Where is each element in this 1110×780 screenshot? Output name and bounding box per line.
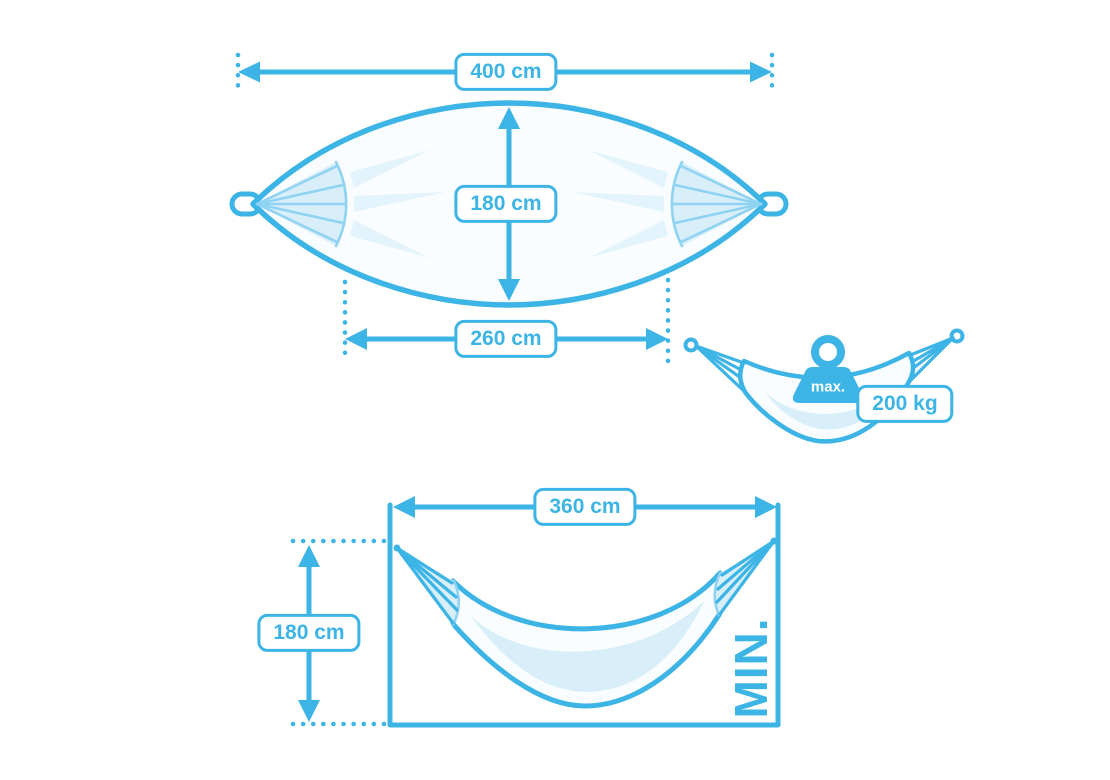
right-suspension (713, 537, 778, 617)
arrowhead-left-icon (393, 496, 415, 518)
arrowhead-up-icon (498, 107, 520, 129)
max-weight-label: 200 kg (856, 384, 954, 424)
max-load-label: max. (810, 378, 846, 396)
arrowhead-right-icon (750, 61, 772, 83)
arrowhead-left-icon (345, 328, 367, 350)
hanging-hammock-body (446, 570, 727, 709)
left-clew (255, 160, 348, 248)
weight-icon (792, 367, 864, 403)
right-tip-loop (949, 328, 965, 344)
bed-length-label: 260 cm (454, 319, 558, 359)
width-label: 180 cm (454, 184, 558, 224)
fabric-streaks (350, 150, 668, 258)
flat-hammock-illustration (229, 100, 789, 308)
height-label: 180 cm (257, 613, 361, 653)
hanging-illustration (290, 496, 781, 728)
arrowhead-right-icon (755, 496, 777, 518)
left-suspension (393, 544, 461, 627)
mounting-frame (387, 502, 781, 728)
minimum-distance-label: MIN. (725, 617, 777, 719)
right-clew (670, 160, 763, 248)
arrowhead-down-icon (298, 700, 320, 722)
span-label: 360 cm (533, 487, 637, 527)
arrowhead-right-icon (646, 328, 668, 350)
hanging-hammock-shading (470, 600, 705, 692)
arrowhead-left-icon (238, 61, 260, 83)
arrowhead-down-icon (498, 279, 520, 301)
arrowhead-up-icon (298, 545, 320, 567)
weight-ring-icon (811, 335, 845, 369)
total-length-label: 400 cm (454, 52, 558, 92)
